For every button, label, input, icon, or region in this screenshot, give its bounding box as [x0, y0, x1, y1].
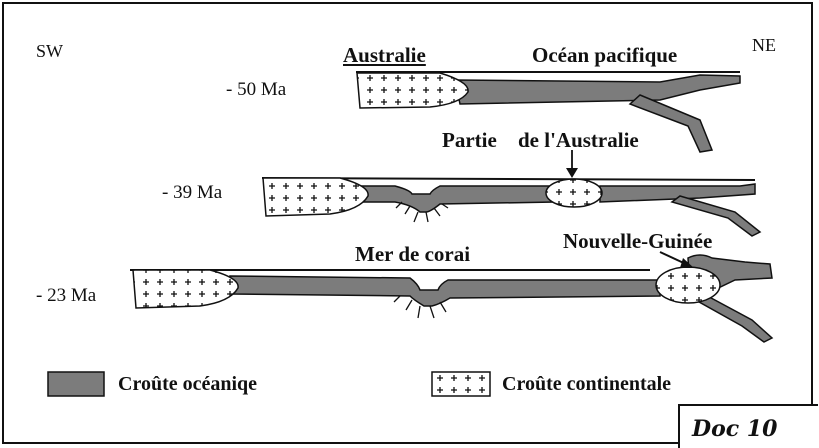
legend-continental-label: Croûte continentale: [502, 374, 671, 394]
subducting-slab-50: [630, 95, 712, 152]
doc-number-box: Doc 10: [678, 404, 818, 448]
age-label-39: - 39 Ma: [162, 183, 222, 202]
continent-pattern-23: [133, 270, 238, 308]
mer-de-corai-label: Mer de corai: [355, 244, 470, 265]
microcontinent-pattern-23: [656, 267, 720, 303]
age-label-23: - 23 Ma: [36, 286, 96, 305]
continent-pattern-39: [263, 178, 368, 216]
nouvelle-guinee-label: Nouvelle-Guinée: [563, 231, 712, 252]
direction-sw-label: SW: [36, 42, 63, 60]
age-label-50: - 50 Ma: [226, 80, 286, 99]
legend-oceanic-swatch: [48, 372, 104, 396]
continent-pattern-50: [357, 73, 468, 108]
microcontinent-pattern-39: [546, 179, 602, 207]
partie-label: Partie: [442, 130, 497, 151]
stage-39-section: [262, 150, 760, 236]
legend-continental-pattern: [432, 372, 490, 396]
oceanic-crust-50: [455, 75, 740, 104]
ocean-pacifique-label: Océan pacifique: [532, 45, 677, 66]
de-l-australie-label: de l'Australie: [518, 130, 639, 151]
legend-oceanic-label: Croûte océaniqe: [118, 374, 257, 394]
australie-label: Australie: [343, 45, 426, 66]
oceanic-crust-23: [230, 276, 660, 306]
doc-number-label: Doc 10: [692, 416, 777, 442]
direction-ne-label: NE: [752, 36, 776, 54]
oceanic-crust-39-left: [360, 186, 555, 212]
pointer-arrowhead-39: [566, 168, 578, 178]
